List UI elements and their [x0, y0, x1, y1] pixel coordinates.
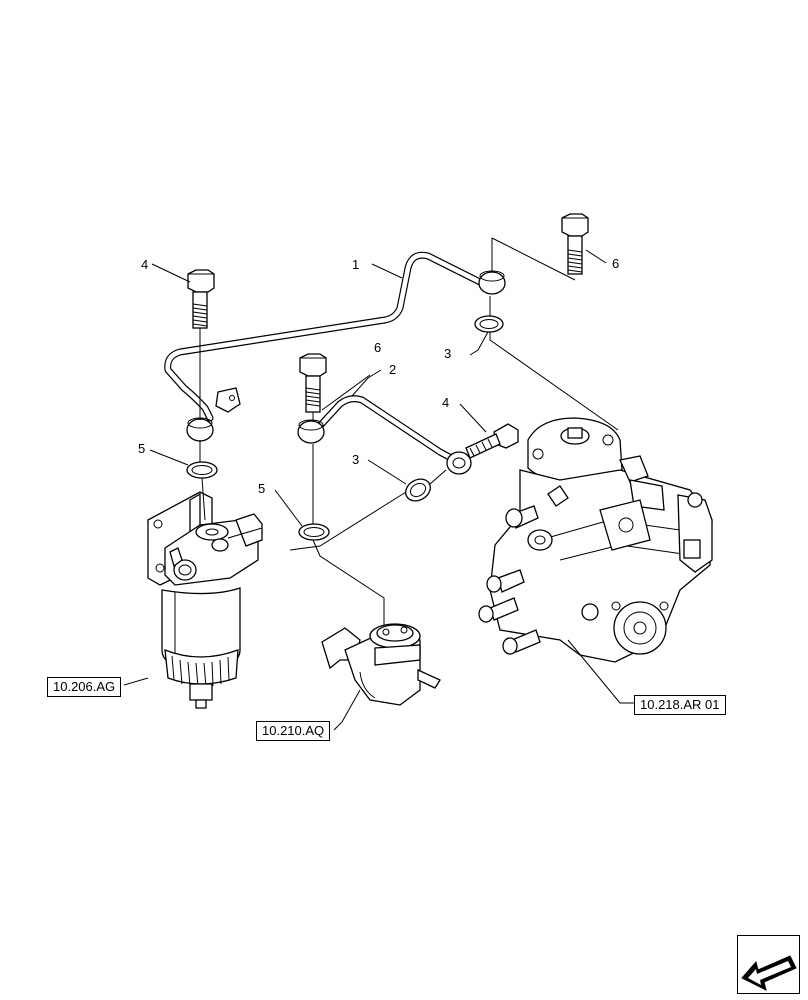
fuel-filter-assembly	[147, 491, 263, 709]
callout-6b: 6	[374, 340, 381, 355]
navigation-button[interactable]	[737, 935, 800, 994]
callout-4b: 4	[442, 395, 449, 410]
fuel-pipe-1	[164, 251, 506, 442]
banjo-bolt-6a	[561, 213, 589, 275]
callout-2: 2	[389, 362, 396, 377]
sealing-washer-5a	[186, 461, 218, 479]
ref-fuel-filter[interactable]: 10.206.AG	[47, 677, 122, 697]
sealing-washer-3b	[405, 478, 431, 502]
ref-injection-pump[interactable]: 10.218.AR 01	[634, 695, 726, 715]
sealing-washer-3a	[474, 315, 504, 333]
arrow-bottom-left-icon	[741, 955, 797, 991]
callout-1: 1	[352, 257, 359, 272]
fuel-feed-pump	[321, 623, 441, 706]
callout-5b: 5	[258, 481, 265, 496]
callout-3b: 3	[352, 452, 359, 467]
sealing-washer-5b	[298, 523, 330, 541]
callout-4a: 4	[141, 257, 148, 272]
fuel-pipe-2	[297, 395, 472, 475]
banjo-bolt-4b	[465, 423, 519, 459]
banjo-bolt-4a	[187, 269, 215, 329]
assembly-lines	[199, 237, 619, 625]
callout-3a: 3	[444, 346, 451, 361]
injection-pump	[478, 417, 713, 663]
callout-6a: 6	[612, 256, 619, 271]
ref-fuel-feed-pump[interactable]: 10.210.AQ	[256, 721, 331, 741]
callout-leaders	[123, 249, 634, 731]
banjo-bolt-6b	[299, 353, 327, 413]
callout-5a: 5	[138, 441, 145, 456]
